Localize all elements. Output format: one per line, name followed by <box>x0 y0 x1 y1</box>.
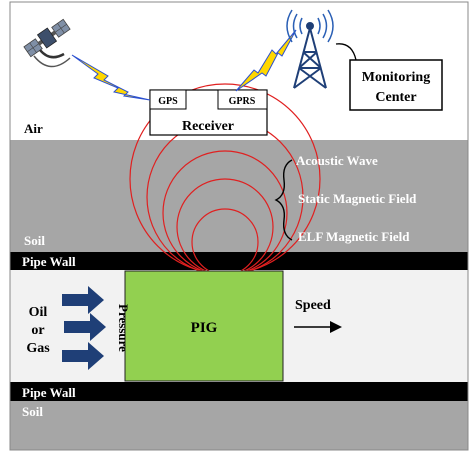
signal-brace <box>274 159 293 241</box>
soil-region-lower <box>10 401 468 450</box>
tower-waves-icon <box>286 9 334 43</box>
monitoring-center-line1: Monitoring <box>362 70 430 85</box>
pipe-wall-top <box>10 252 468 270</box>
tower-monitoring-connector <box>335 43 357 61</box>
satellite-dish-icon <box>39 49 65 59</box>
soil-label-lower: Soil <box>22 404 43 419</box>
elf-magnetic-field-label: ELF Magnetic Field <box>298 229 410 244</box>
fluid-label-or: or <box>31 323 44 338</box>
pressure-label: Pressure <box>116 304 131 352</box>
pressure-arrow-3 <box>62 342 104 370</box>
fluid-label-oil: Oil <box>29 305 48 320</box>
pig-label: PIG <box>191 320 218 336</box>
pipe-wall-bottom <box>10 382 468 401</box>
pressure-arrow-1 <box>62 286 104 314</box>
pressure-arrows <box>62 286 106 370</box>
pipe-wall-label-top: Pipe Wall <box>22 254 76 269</box>
speed-arrow <box>294 321 342 333</box>
speed-label: Speed <box>295 298 331 313</box>
diagram-border <box>9 1 469 451</box>
monitoring-center-line2: Center <box>375 90 416 105</box>
pig-body <box>124 270 284 382</box>
soil-label-upper: Soil <box>24 233 45 248</box>
gprs-box <box>217 89 268 110</box>
pressure-arrow-2 <box>64 313 106 341</box>
pipe-wall-label-bottom: Pipe Wall <box>22 385 76 400</box>
receiver-label: Receiver <box>182 119 234 134</box>
air-label: Air <box>24 121 43 136</box>
satellite-signal-arc-icon <box>33 55 71 68</box>
radio-tower-icon <box>293 22 327 89</box>
gprs-label: GPRS <box>229 96 256 107</box>
fluid-label-gas: Gas <box>26 341 50 356</box>
tower-link-lightning-icon <box>235 29 297 92</box>
satellite-link-lightning-icon <box>71 54 151 101</box>
acoustic-wave-label: Acoustic Wave <box>296 153 378 168</box>
soil-region-upper <box>10 140 468 252</box>
static-magnetic-field-label: Static Magnetic Field <box>298 191 417 206</box>
monitoring-center-box <box>349 59 443 111</box>
satellite-icon <box>23 18 71 58</box>
gps-label: GPS <box>158 96 178 107</box>
